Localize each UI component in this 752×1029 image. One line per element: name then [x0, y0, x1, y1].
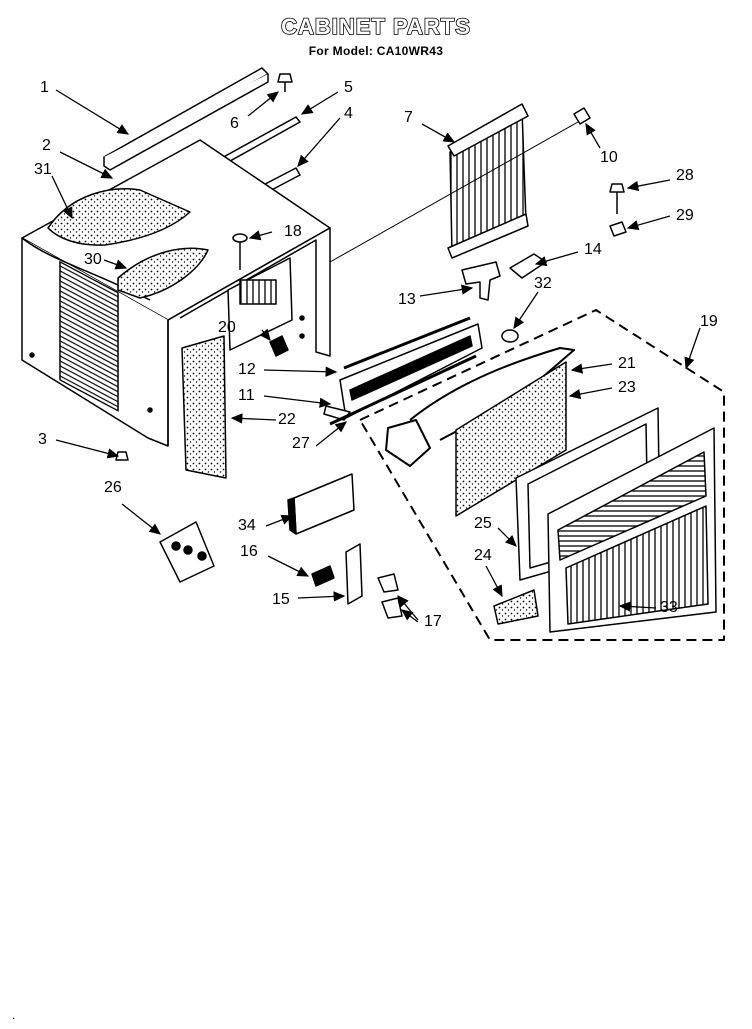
label-part-27: 27: [292, 435, 310, 452]
label-part-12: 12: [238, 361, 256, 378]
part-13-bracket: [461, 261, 501, 301]
part-16-clip: [311, 565, 335, 587]
part-10-screw: [573, 107, 591, 125]
part-7-grille: [447, 103, 529, 259]
part-23-filter: [455, 361, 567, 517]
part-20-clip: [269, 335, 289, 357]
label-part-3: 3: [38, 431, 47, 448]
part-32-fitting: [501, 329, 519, 343]
part-22-filter: [181, 335, 227, 479]
label-part-2: 2: [42, 137, 51, 154]
part-11-louvre-assembly: [323, 316, 483, 426]
label-part-10: 10: [600, 149, 618, 166]
label-part-25: 25: [474, 515, 492, 532]
label-part-6: 6: [230, 115, 239, 132]
label-part-23: 23: [618, 379, 636, 396]
label-part-17: 17: [424, 613, 442, 630]
label-part-34: 34: [238, 517, 256, 534]
part-26-bracket: [159, 521, 215, 583]
label-part-7: 7: [404, 109, 413, 126]
label-part-32: 32: [534, 275, 552, 292]
part-6-screw: [277, 73, 293, 92]
label-part-1: 1: [40, 79, 49, 96]
part-31-insulation: [47, 188, 191, 246]
part-17-connectors: [377, 573, 403, 619]
label-part-5: 5: [344, 79, 353, 96]
label-part-15: 15: [272, 591, 290, 608]
part-19-front-panel-group: [359, 309, 725, 641]
label-part-30: 30: [84, 251, 102, 268]
cabinet-body: [21, 139, 331, 447]
part-15-bracket: [345, 543, 363, 605]
label-part-28: 28: [676, 167, 694, 184]
label-part-11: 11: [238, 387, 255, 404]
part-24-strip: [493, 589, 539, 625]
label-part-22: 22: [278, 411, 296, 428]
label-part-21: 21: [618, 355, 636, 372]
leader-lines: [51, 89, 701, 623]
part-28-screw: [609, 183, 625, 193]
part-33-front-grille: [547, 427, 717, 633]
label-part-18: 18: [284, 223, 302, 240]
part-18-plug: [232, 233, 248, 270]
footer-mark: .: [12, 1008, 16, 1022]
label-part-20: 20: [218, 319, 236, 336]
label-part-13: 13: [398, 291, 416, 308]
label-part-26: 26: [104, 479, 122, 496]
label-part-14: 14: [584, 241, 602, 258]
label-part-31: 31: [34, 161, 52, 178]
part-30-insulation: [117, 247, 209, 299]
page-subtitle: For Model: CA10WR43: [308, 44, 444, 58]
label-part-29: 29: [676, 207, 694, 224]
label-part-24: 24: [474, 547, 492, 564]
part-29-nut: [609, 221, 627, 237]
label-part-16: 16: [240, 543, 258, 560]
part-21-wire-frame: [385, 347, 575, 467]
label-part-33: 33: [660, 599, 678, 616]
part-1-top-rail: [103, 67, 269, 171]
label-part-19: 19: [700, 313, 718, 330]
label-part-4: 4: [344, 105, 353, 122]
page-title: CABINET PARTS: [280, 13, 471, 40]
part-34-board: [293, 473, 355, 535]
